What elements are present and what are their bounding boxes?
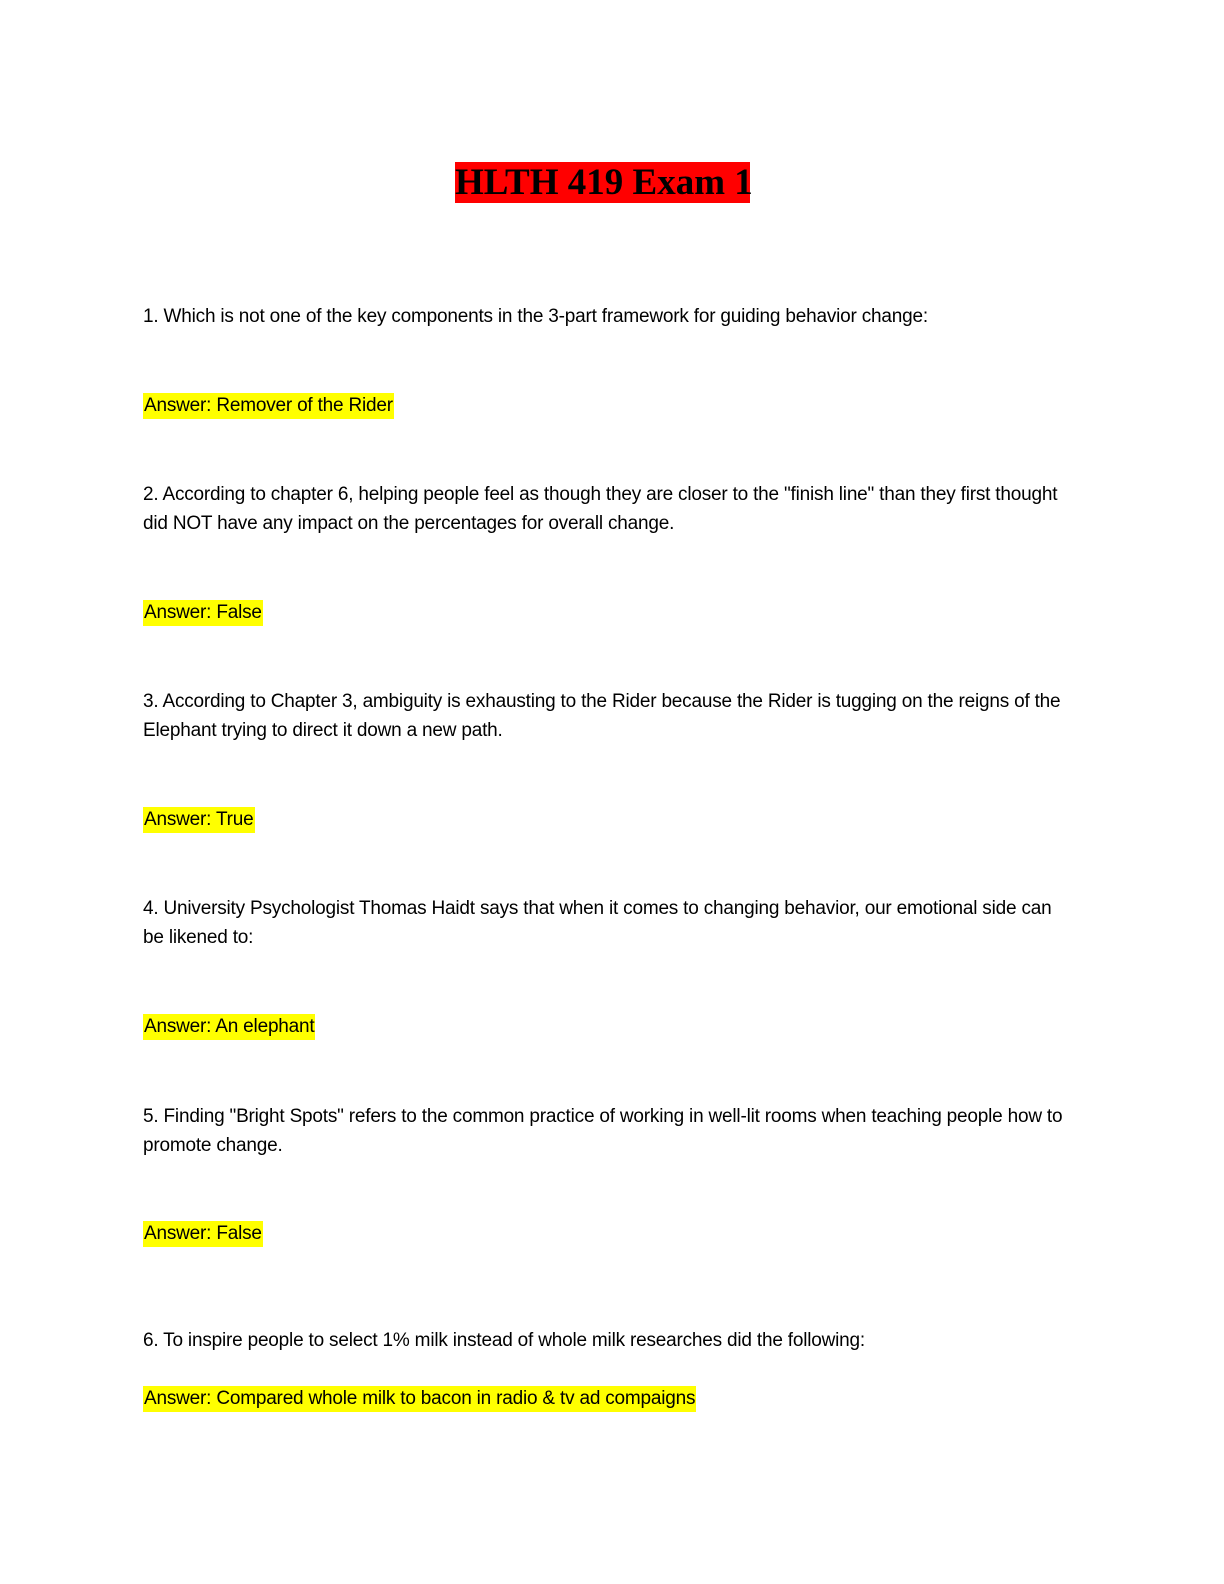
document-title: HLTH 419 Exam 1 [455,162,753,203]
answer-6: Answer: Compared whole milk to bacon in … [143,1386,697,1412]
answer-2: Answer: False [143,600,263,626]
question-4: 4. University Psychologist Thomas Haidt … [143,898,1052,948]
question-2: 2. According to chapter 6, helping peopl… [143,484,1058,534]
answer-1: Answer: Remover of the Rider [143,393,394,419]
question-5: 5. Finding "Bright Spots" refers to the … [143,1106,1063,1156]
question-1: 1. Which is not one of the key component… [143,306,928,327]
answer-4: Answer: An elephant [143,1014,316,1040]
answer-3: Answer: True [143,807,255,833]
answer-5: Answer: False [143,1221,263,1247]
question-6: 6. To inspire people to select 1% milk i… [143,1330,865,1351]
question-3: 3. According to Chapter 3, ambiguity is … [143,691,1061,741]
